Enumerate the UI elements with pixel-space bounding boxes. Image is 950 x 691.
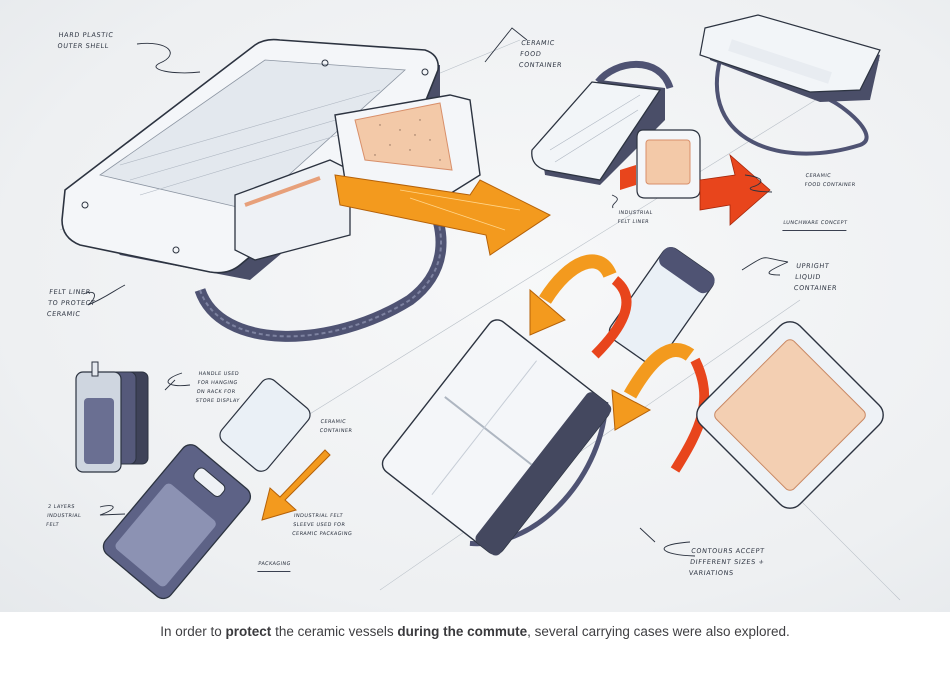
ceramic-container-mid — [219, 378, 311, 472]
caption-part-2: the ceramic vessels — [271, 624, 398, 639]
figure-caption: In order to protect the ceramic vessels … — [0, 612, 950, 691]
curved-arrow-upper — [529, 254, 632, 359]
caption-text: In order to protect the ceramic vessels … — [0, 624, 950, 639]
main-carrying-case — [61, 38, 551, 342]
packaging-sleeves — [75, 361, 149, 473]
annotation-industrial-felt-liner: Industrial felt liner — [617, 210, 653, 225]
sketch-illustration — [59, 14, 901, 601]
messenger-case-sketch — [699, 14, 881, 156]
annotation-hard-plastic-shell: Hard plastic outer shell — [57, 31, 114, 50]
ceramic-plate — [696, 321, 884, 509]
annotation-packaging: Packaging — [257, 560, 292, 572]
annotation-contours: Contours accept different sizes + variat… — [688, 547, 766, 577]
arrow-down-left-icon — [261, 449, 331, 521]
caption-bold-commute: during the commute — [397, 624, 528, 639]
caption-part-3: , several carrying cases were also explo… — [527, 624, 790, 639]
packaging-sleeve-tilted — [102, 444, 252, 600]
annotation-ceramic-container: Ceramic container — [319, 419, 353, 434]
shoulder-case-sketch — [531, 61, 771, 226]
annotation-two-layers-felt: 2 layers industrial felt — [45, 504, 82, 528]
annotation-industrial-felt-sleeve: Industrial felt sleeve used for ceramic … — [291, 513, 353, 537]
annotation-handle-used: Handle used for hanging on rack for stor… — [195, 371, 241, 404]
annotation-upright-liquid-container: Upright liquid container — [793, 262, 838, 292]
caption-bold-protect: protect — [225, 624, 272, 639]
upright-liquid-container — [608, 247, 715, 366]
caption-part-1: In order to — [160, 624, 226, 639]
concept-sketch-sheet: Hard plastic outer shell Ceramic food co… — [0, 0, 950, 612]
annotation-felt-liner: Felt liner to protect ceramic — [46, 288, 96, 318]
annotation-ceramic-food-container: Ceramic food container — [518, 39, 563, 69]
tilted-carrying-case — [381, 319, 612, 556]
annotation-ceramic-food-container-right: Ceramic food container — [804, 173, 856, 188]
curved-arrow-lower — [611, 343, 710, 473]
annotation-lunchware-concept: Lunchware concept — [782, 219, 848, 231]
